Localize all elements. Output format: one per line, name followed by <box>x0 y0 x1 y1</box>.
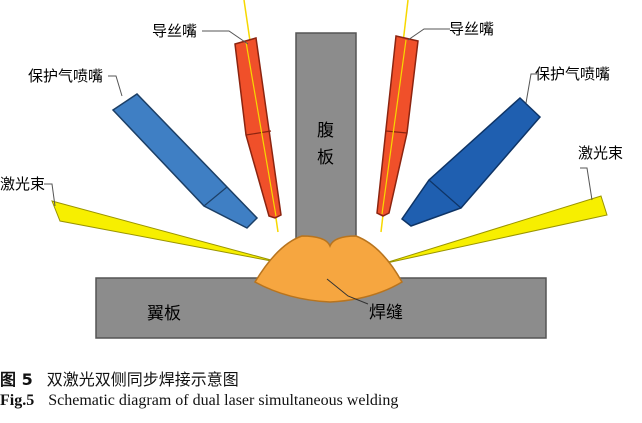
wire-nozzle-left-seam <box>245 130 272 136</box>
label-shield-nozzle-left: 保护气喷嘴 <box>28 67 103 85</box>
label-wire-nozzle-right: 导丝嘴 <box>449 20 494 38</box>
wire-inside-left <box>245 41 277 217</box>
leader-wire-nozzle-left <box>202 30 249 45</box>
wire-nozzle-right-seam <box>385 130 408 134</box>
label-weld-seam: 焊缝 <box>369 303 403 323</box>
label-flange-plate: 翼板 <box>147 304 181 324</box>
caption-chinese: 图 5 双激光双侧同步焊接示意图 <box>0 366 239 390</box>
leader-weld <box>326 278 369 305</box>
leader-shield-left <box>108 75 123 97</box>
caption-en-number: Fig.5 <box>0 392 35 409</box>
caption-cn-number: 图 5 <box>0 370 33 389</box>
leader-shield-right <box>525 73 537 104</box>
welding-schematic: 导丝嘴 导丝嘴 保护气喷嘴 保护气喷嘴 激光束 激光束 腹 板 翼板 焊缝 <box>0 0 623 339</box>
leader-laser-right <box>580 167 593 201</box>
label-shield-nozzle-right: 保护气喷嘴 <box>535 65 610 83</box>
caption-cn-text: 双激光双侧同步焊接示意图 <box>46 370 239 389</box>
caption-english: Fig.5 Schematic diagram of dual laser sim… <box>0 392 398 410</box>
wire-inside-right <box>381 39 407 215</box>
laser-beam-right <box>381 195 608 265</box>
wire-nozzle-left <box>234 37 282 219</box>
label-web-plate-2: 板 <box>317 148 334 168</box>
wire-nozzle-right <box>376 35 419 217</box>
laser-beam-left <box>51 200 283 264</box>
shield-nozzle-right <box>400 96 542 227</box>
shield-nozzle-left-seam <box>203 186 228 207</box>
caption-en-text: Schematic diagram of dual laser simultan… <box>48 392 399 409</box>
label-laser-right: 激光束 <box>578 144 623 162</box>
leader-wire-nozzle-right <box>407 28 450 41</box>
shield-nozzle-right-seam <box>428 179 462 209</box>
weld-seam <box>253 235 404 303</box>
label-laser-left: 激光束 <box>0 175 45 193</box>
shield-nozzle-left <box>111 93 259 229</box>
leader-laser-left <box>44 183 56 207</box>
label-web-plate-1: 腹 <box>317 121 334 141</box>
label-wire-nozzle-left: 导丝嘴 <box>152 22 197 40</box>
